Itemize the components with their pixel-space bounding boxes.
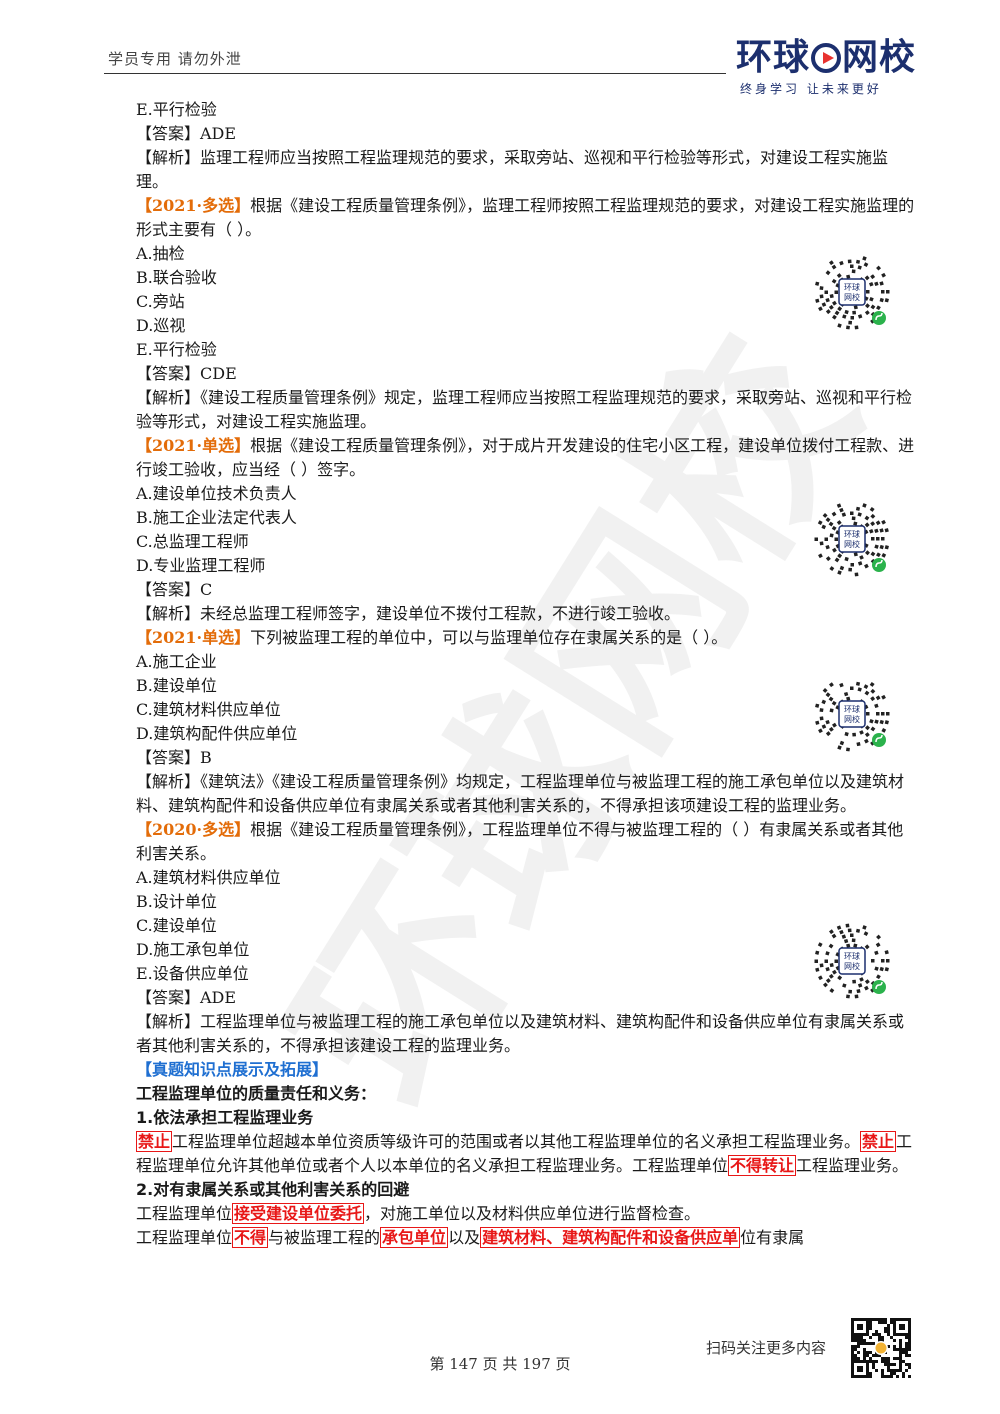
question-text: 根据《建设工程质量管理条例》，对于成片开发建设的住宅小区工程，建设单位拨付工程款…: [136, 436, 915, 479]
mini-program-qr-code[interactable]: 环球网校: [810, 919, 894, 1003]
subheading-2: 2.对有隶属关系或其他利害关系的回避: [136, 1180, 410, 1199]
question-tag: 【2021·多选】: [136, 196, 251, 215]
option-line: A.抽检: [136, 244, 185, 263]
mini-program-icon: [872, 558, 886, 572]
answer-line: 【答案】ADE: [136, 988, 237, 1007]
analysis-line: 【解析】未经总监理工程师签字，建设单位不拨付工程款，不进行竣工验收。: [136, 604, 681, 623]
paragraph-3: 工程监理单位不得与被监理工程的承包单位以及建筑材料、建筑构配件和设备供应单位有隶…: [104, 1226, 916, 1250]
question-text: 下列被监理工程的单位中，可以与监理单位存在隶属关系的是（ ）。: [250, 628, 728, 647]
option-line: B.建设单位: [136, 676, 217, 695]
answer-line: 【答案】CDE: [136, 364, 237, 383]
qr-center-logo-icon: [875, 1342, 887, 1354]
question-tag: 【2020·多选】: [136, 820, 251, 839]
brand-logo: 环球 网校 终身学习 让未来更好: [736, 37, 917, 97]
answer-line: 【答案】ADE: [136, 124, 237, 143]
logo-text-b: 网校: [842, 37, 917, 78]
option-line: D.巡视: [136, 316, 186, 335]
option-line: C.建筑材料供应单位: [136, 700, 281, 719]
qr-brand-text: 环球: [844, 951, 860, 961]
question-2: 【2021·单选】根据《建设工程质量管理条例》，对于成片开发建设的住宅小区工程，…: [104, 434, 916, 482]
mini-program-icon: [872, 311, 886, 325]
option-line: B.设计单位: [136, 892, 217, 911]
highlight-text: 禁止: [136, 1131, 173, 1152]
option-line: A.施工企业: [136, 652, 217, 671]
logo-text-a: 环球: [736, 37, 811, 78]
answer-line: 【答案】C: [136, 580, 213, 599]
analysis-line: 【解析】工程监理单位与被监理工程的施工承包单位以及建筑材料、建筑构配件和设备供应…: [136, 1012, 905, 1055]
option-line: D.建筑构配件供应单位: [136, 724, 298, 743]
option-line: E.平行检验: [136, 340, 217, 359]
qr-brand-text: 环球: [844, 529, 860, 539]
option-line: D.施工承包单位: [136, 940, 250, 959]
paragraph-text: 工程监理单位: [136, 1204, 233, 1223]
analysis-line: 【解析】《建设工程质量管理条例》规定，监理工程师应当按照工程监理规范的要求，采取…: [136, 388, 913, 431]
logo-slogan: 终身学习 让未来更好: [740, 82, 882, 96]
highlight-text: 承包单位: [380, 1227, 449, 1248]
header-divider: [104, 73, 726, 74]
option-line: A.建设单位技术负责人: [136, 484, 297, 503]
play-icon: [811, 43, 841, 73]
highlight-text: 建筑材料、建筑构配件和设备供应单: [480, 1227, 741, 1248]
paragraph-text: ，对施工单位以及材料供应单位进行监督检查。: [364, 1204, 701, 1223]
mini-program-qr-code[interactable]: 环球网校: [810, 497, 894, 581]
scan-prompt: 扫码关注更多内容: [706, 1339, 827, 1357]
question-tag: 【2021·单选】: [136, 436, 251, 455]
option-line: B.联合验收: [136, 268, 217, 287]
highlight-text: 不得: [232, 1227, 269, 1248]
highlight-text: 接受建设单位委托: [232, 1203, 365, 1224]
mini-program-qr-code[interactable]: 环球网校: [810, 672, 894, 756]
paragraph-text: 工程监理单位超越本单位资质等级许可的范围或者以其他工程监理单位的名义承担工程监理…: [172, 1132, 861, 1151]
option-line: A.建筑材料供应单位: [136, 868, 281, 887]
analysis-line: 【解析】监理工程师应当按照工程监理规范的要求，采取旁站、巡视和平行检验等形式，对…: [136, 148, 889, 191]
option-line: E.设备供应单位: [136, 964, 249, 983]
paragraph-text: 工程监理单位允许其他单位或者个人以本单位的名义承担工程监理业务。工程监理单位: [136, 1132, 913, 1175]
paragraph-text: 与被监理工程的: [268, 1228, 381, 1247]
option-line: E.平行检验: [136, 100, 217, 119]
paragraph-text: 以及: [448, 1228, 481, 1247]
analysis-line: 【解析】《建筑法》《建设工程质量管理条例》均规定，工程监理单位与被监理工程的施工…: [136, 772, 905, 815]
paragraph-text: 位有隶属: [740, 1228, 805, 1247]
option-line: C.旁站: [136, 292, 185, 311]
question-text: 根据《建设工程质量管理条例》，工程监理单位不得与被监理工程的（ ）有隶属关系或者…: [136, 820, 904, 863]
mini-program-icon: [872, 980, 886, 994]
question-4: 【2020·多选】根据《建设工程质量管理条例》，工程监理单位不得与被监理工程的（…: [104, 818, 916, 866]
qr-brand-text: 网校: [844, 961, 860, 971]
paragraph-text: 工程监理单位: [136, 1228, 233, 1247]
question-text: 根据《建设工程质量管理条例》，监理工程师按照工程监理规范的要求，对建设工程实施监…: [136, 196, 915, 239]
option-line: C.总监理工程师: [136, 532, 249, 551]
paragraph-2: 工程监理单位接受建设单位委托，对施工单位以及材料供应单位进行监督检查。: [104, 1202, 916, 1226]
header-notice: 学员专用 请勿外泄: [108, 50, 242, 68]
mini-program-qr-code[interactable]: 环球网校: [810, 250, 894, 334]
question-1: 【2021·多选】根据《建设工程质量管理条例》，监理工程师按照工程监理规范的要求…: [104, 194, 916, 242]
qr-brand-text: 环球: [844, 282, 860, 292]
paragraph-text: 工程监理业务。: [796, 1156, 909, 1175]
qr-brand-text: 网校: [844, 292, 860, 302]
section-title: 【真题知识点展示及拓展】: [136, 1060, 329, 1079]
mini-program-icon: [872, 733, 886, 747]
highlight-text: 不得转让: [728, 1155, 797, 1176]
answer-line: 【答案】B: [136, 748, 212, 767]
section-heading: 工程监理单位的质量责任和义务：: [136, 1084, 377, 1103]
option-line: C.建设单位: [136, 916, 217, 935]
highlight-text: 禁止: [860, 1131, 897, 1152]
document-body: E.平行检验 【答案】ADE 【解析】监理工程师应当按照工程监理规范的要求，采取…: [104, 98, 916, 1250]
footer-qr-code[interactable]: [851, 1318, 911, 1378]
option-line: B.施工企业法定代表人: [136, 508, 297, 527]
question-3: 【2021·单选】下列被监理工程的单位中，可以与监理单位存在隶属关系的是（ ）。: [104, 626, 916, 650]
qr-brand-text: 网校: [844, 539, 860, 549]
option-line: D.专业监理工程师: [136, 556, 266, 575]
question-tag: 【2021·单选】: [136, 628, 251, 647]
qr-brand-text: 网校: [844, 714, 860, 724]
qr-brand-text: 环球: [844, 704, 860, 714]
page-number: 第 147 页 共 197 页: [429, 1355, 571, 1373]
paragraph-1: 禁止工程监理单位超越本单位资质等级许可的范围或者以其他工程监理单位的名义承担工程…: [104, 1130, 916, 1178]
subheading-1: 1.依法承担工程监理业务: [136, 1108, 314, 1127]
